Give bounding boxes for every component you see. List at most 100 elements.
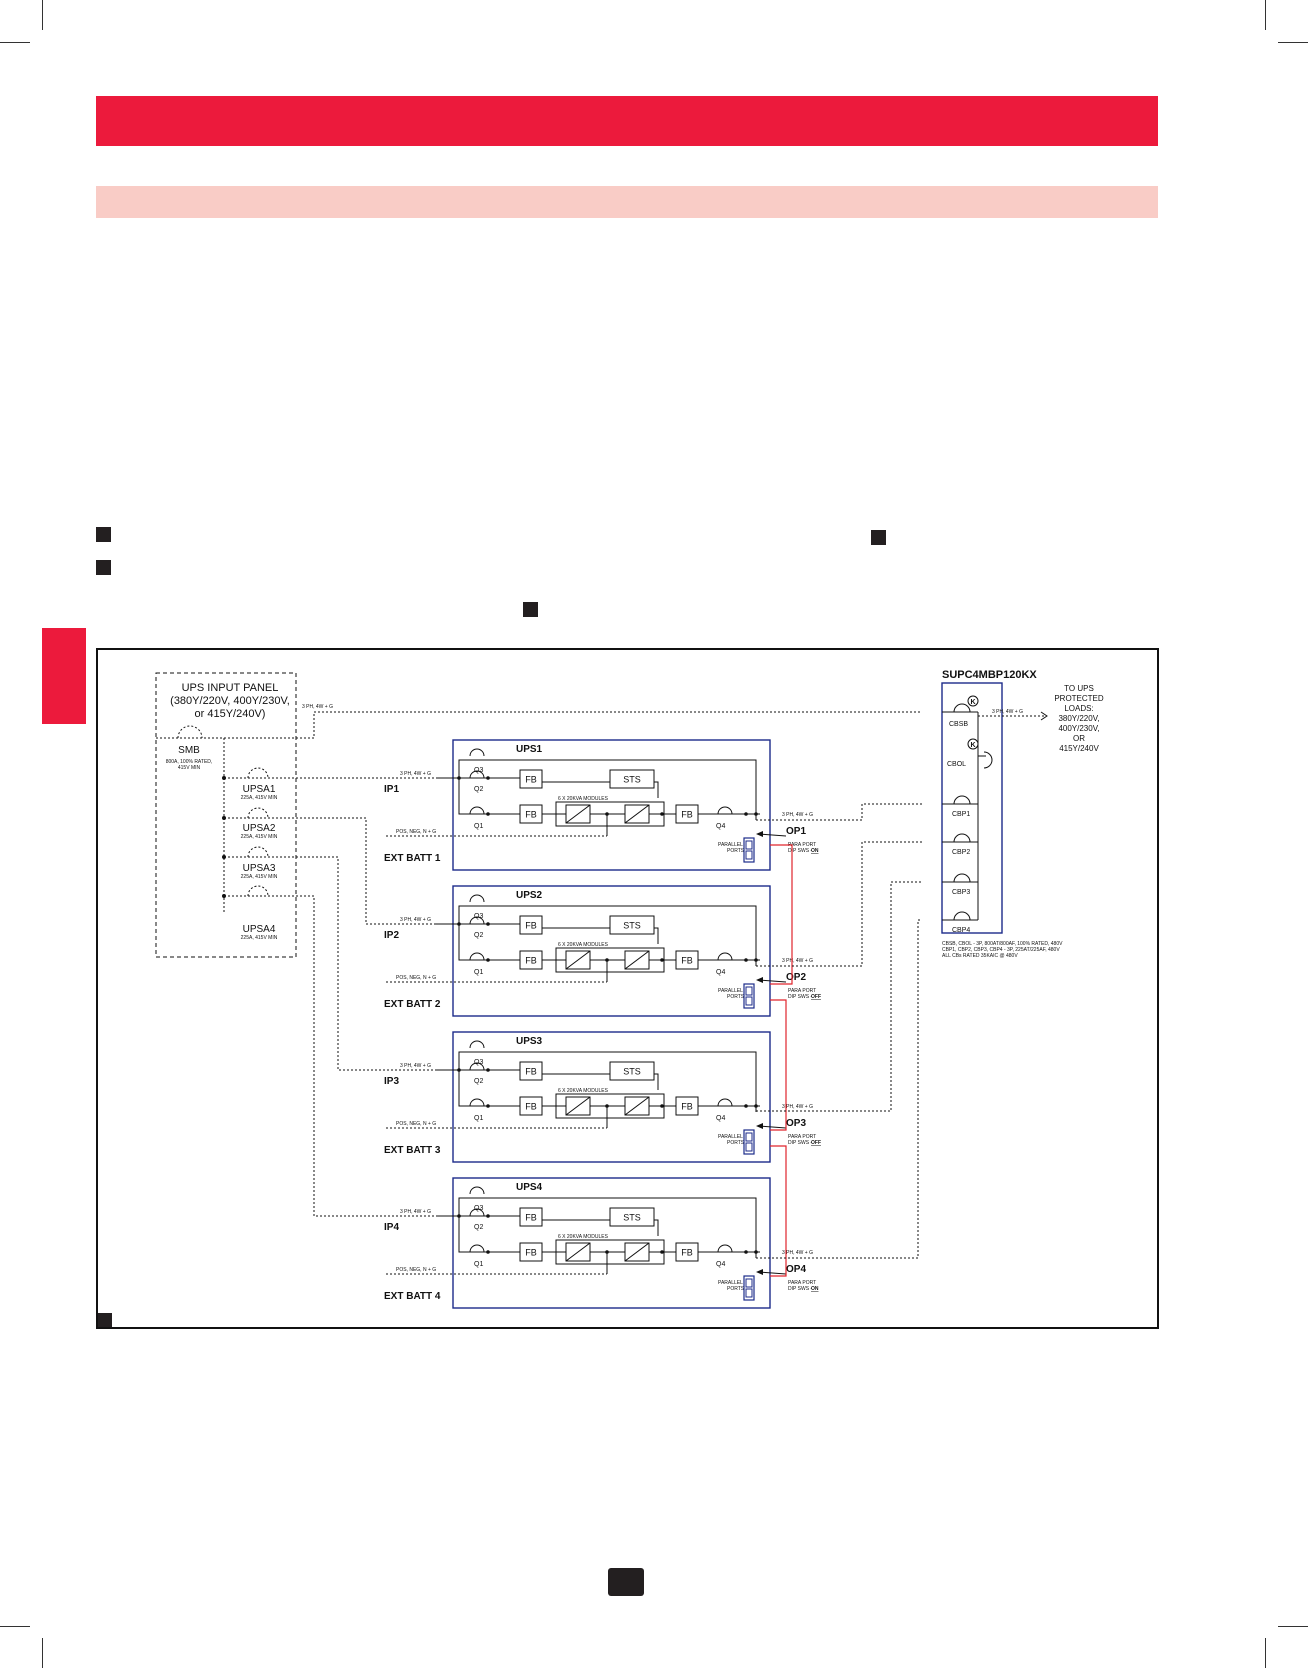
para-port-label: PARA PORT <box>788 842 816 848</box>
crop-mark <box>1278 1626 1308 1627</box>
fb-box <box>675 804 699 824</box>
kirk-key-label: K <box>970 699 975 706</box>
op-label: OP2 <box>786 972 806 983</box>
input-feed-label: 3 PH, 4W + G <box>400 917 431 923</box>
q1-label: Q1 <box>474 823 483 830</box>
wire <box>458 759 757 820</box>
modules-label: 6 X 20KVA MODULES <box>558 1088 609 1094</box>
fb-box <box>519 1207 543 1227</box>
q1-breaker-icon <box>469 952 485 961</box>
q4-breaker-icon <box>717 806 733 815</box>
breaker-icon <box>953 833 971 843</box>
q4-label: Q4 <box>716 823 725 830</box>
ups-cabinet <box>452 1031 771 1163</box>
wire <box>458 924 760 961</box>
ups4-output-feed <box>756 919 922 1259</box>
fb-box <box>675 950 699 970</box>
q3-label: Q3 <box>474 767 483 774</box>
junction <box>754 812 758 816</box>
crop-mark <box>42 1638 43 1668</box>
fb-label: FB <box>525 1102 537 1112</box>
parallel-port-1 <box>745 1278 753 1288</box>
diagram-frame <box>96 648 1159 1329</box>
ups1-output-feed <box>756 803 922 821</box>
junction <box>660 1104 664 1108</box>
input-panel-title: UPS INPUT PANEL <box>182 682 279 694</box>
q4-label: Q4 <box>716 1115 725 1122</box>
parallel-ports-label: PARALLEL <box>718 842 743 848</box>
breaker-icon <box>247 885 269 897</box>
sts-label: STS <box>623 1067 641 1077</box>
loads-line-6: OR <box>1073 734 1085 743</box>
dip-sws-label: DIP SWS - <box>788 1140 812 1146</box>
parallel-ports-label: PORTS <box>727 848 745 854</box>
fb-label: FB <box>525 921 537 931</box>
junction <box>744 812 748 816</box>
parallel-port-block <box>743 1275 755 1301</box>
input-panel-voltage: (380Y/220V, 400Y/230V, <box>170 695 290 707</box>
junction <box>660 1250 664 1254</box>
cbsb-label: CBSB <box>949 721 968 728</box>
crop-mark <box>42 0 43 30</box>
cbp2-breaker: CBP2 <box>942 833 978 856</box>
parallel-port-links <box>770 844 793 1277</box>
upsa1-rating: 225A, 415V MIN <box>241 795 278 801</box>
fb-box <box>519 769 543 789</box>
page-number-box <box>608 1568 644 1596</box>
maintenance-bypass-panel: SUPC4MBP120KX CBSB K CBOL K CBP1 CBP2 C <box>941 669 1104 959</box>
op-label: OP1 <box>786 826 806 837</box>
q1-label: Q1 <box>474 1261 483 1268</box>
upsa4-rating: 225A, 415V MIN <box>241 935 278 941</box>
upsa2-breaker: UPSA2 225A, 415V MIN <box>222 807 296 840</box>
breaker-icon <box>247 807 269 819</box>
parallel-port-2 <box>745 1288 753 1298</box>
q2-label: Q2 <box>474 786 483 793</box>
rectifier-slash <box>565 1096 591 1116</box>
breaker-icon <box>247 767 269 779</box>
fb-label: FB <box>681 1248 693 1258</box>
arrow-icon <box>756 831 763 837</box>
wire <box>458 1051 757 1112</box>
upsa4-breaker: UPSA4 225A, 415V MIN <box>222 885 296 941</box>
parallel-port-1 <box>745 1132 753 1142</box>
ip-label: IP1 <box>384 784 399 795</box>
smb-rating-min: 415V MIN <box>178 765 201 771</box>
q1-breaker-icon <box>469 1098 485 1107</box>
cbol-breaker-icon <box>983 751 993 769</box>
parallel-ports-label: PARALLEL <box>718 1280 743 1286</box>
rectifier-slash <box>565 1242 591 1262</box>
q4-label: Q4 <box>716 1261 725 1268</box>
fb-label: FB <box>525 775 537 785</box>
kirk-key-icon <box>967 695 979 707</box>
fb-label: FB <box>525 810 537 820</box>
wire <box>458 1216 760 1253</box>
ups3-input-feed <box>296 856 436 1071</box>
loads-line-1: TO UPS <box>1064 684 1094 693</box>
loads-line-2: PROTECTED <box>1054 694 1104 703</box>
dip-state: OFF <box>811 1140 821 1146</box>
bullet-marker <box>871 530 886 545</box>
ups-cabinet <box>452 885 771 1017</box>
output-feed-label: 3 PH, 4W + G <box>782 812 813 818</box>
ext-batt-label: EXT BATT 2 <box>384 999 441 1010</box>
fb-label: FB <box>525 956 537 966</box>
bypass-feed-line <box>296 711 922 739</box>
fb-box <box>519 804 543 824</box>
para-port-label: PARA PORT <box>788 988 816 994</box>
fb-box <box>519 950 543 970</box>
loads-line-3: LOADS: <box>1064 704 1093 713</box>
parallel-ports-label: PARALLEL <box>718 988 743 994</box>
battery-feed-label: POS, NEG, N + G <box>396 1121 436 1127</box>
q4-breaker-icon <box>717 952 733 961</box>
dip-state: OFF <box>811 994 821 1000</box>
q2-label: Q2 <box>474 932 483 939</box>
mbp-note-2: CBP1, CBP2, CBP3, CBP4 - 3P, 225AT/225AF… <box>942 947 1060 953</box>
q4-breaker-icon <box>717 1244 733 1253</box>
parallel-port-1 <box>745 840 753 850</box>
q1-breaker-icon <box>469 1244 485 1253</box>
sts-label: STS <box>623 921 641 931</box>
wire <box>458 778 760 815</box>
upsa1-breaker: UPSA1 225A, 415V MIN <box>222 767 296 801</box>
